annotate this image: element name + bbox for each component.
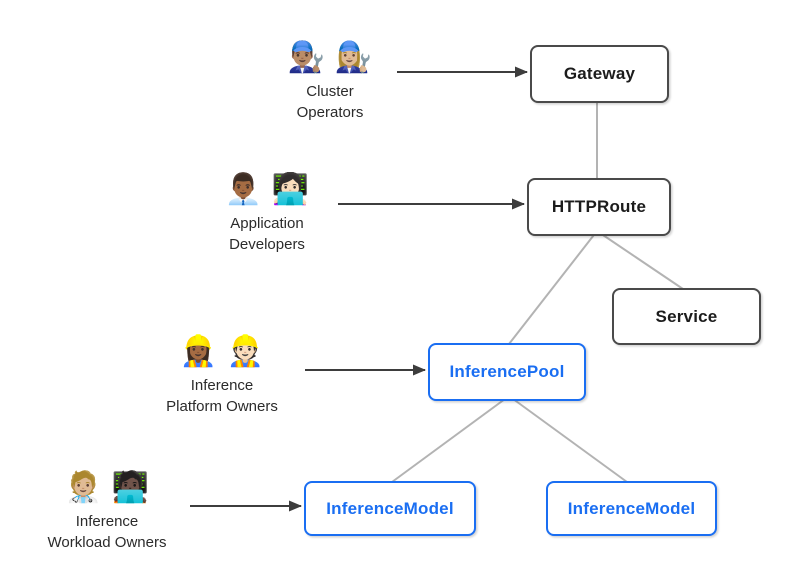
actor-label-line: Cluster xyxy=(306,83,354,100)
actor-label-line: Workload Owners xyxy=(47,533,167,551)
node-httproute: HTTPRoute xyxy=(527,178,671,236)
construction-workers-emoji-icon: 👷🏾‍♀️ 👷🏻 xyxy=(179,334,265,369)
node-inferencemodel-left: InferenceModel xyxy=(304,481,476,536)
node-inferencemodel-right: InferenceModel xyxy=(546,481,717,536)
actor-application-developers: 👨🏾‍💼 👩🏻‍💻 Application Developers xyxy=(182,168,352,255)
actor-inference-platform-owners: 👷🏾‍♀️ 👷🏻 Inference Platform Owners xyxy=(137,330,307,417)
actor-label-line: Platform Owners xyxy=(166,397,278,415)
mechanics-emoji-icon: 👨🏽‍🔧 👩🏼‍🔧 xyxy=(287,40,373,75)
node-gateway: Gateway xyxy=(530,45,669,103)
actor-label-line: Operators xyxy=(296,103,364,121)
actor-cluster-operators: 👨🏽‍🔧 👩🏼‍🔧 Cluster Operators xyxy=(245,36,415,123)
node-inferencepool: InferencePool xyxy=(428,343,586,401)
actor-label-line: Developers xyxy=(229,235,305,253)
health-worker-technologist-emoji-icon: 🧑🏼‍⚕️ 🧑🏿‍💻 xyxy=(64,470,150,505)
actor-label-line: Application xyxy=(230,215,304,232)
office-worker-technologist-emoji-icon: 👨🏾‍💼 👩🏻‍💻 xyxy=(224,172,310,207)
actor-label-line: Inference xyxy=(75,513,139,530)
edge-httproute-inferencepool xyxy=(508,230,598,345)
edge-inferencepool-inferencemodel-left xyxy=(391,395,510,483)
edge-httproute-service xyxy=(596,230,684,290)
node-service: Service xyxy=(612,288,761,345)
actor-inference-workload-owners: 🧑🏼‍⚕️ 🧑🏿‍💻 Inference Workload Owners xyxy=(22,466,192,553)
actor-label-line: Inference xyxy=(190,377,254,394)
edge-inferencepool-inferencemodel-right xyxy=(508,395,628,483)
